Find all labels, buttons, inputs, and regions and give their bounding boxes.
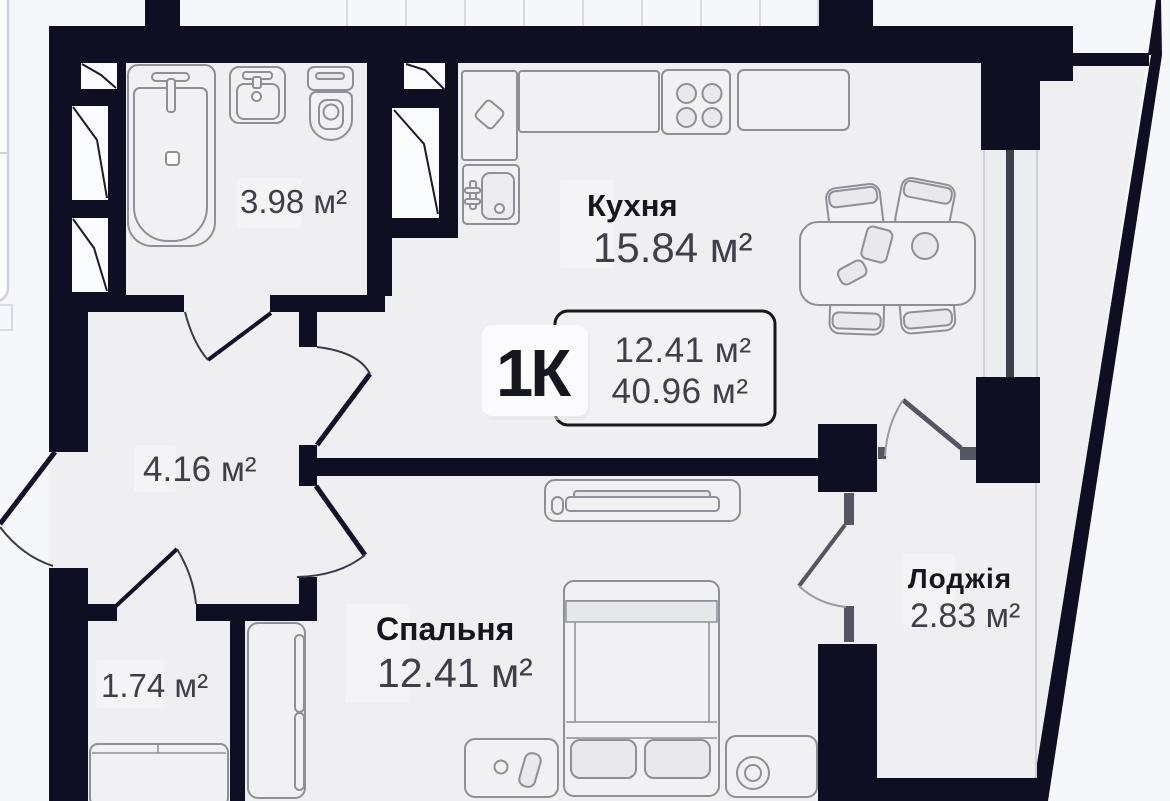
svg-text:15.84 м²: 15.84 м² (593, 224, 753, 271)
svg-text:1.74 м²: 1.74 м² (101, 667, 208, 704)
svg-text:1К: 1К (496, 336, 571, 411)
svg-text:40.96 м²: 40.96 м² (611, 372, 748, 411)
svg-text:3.98 м²: 3.98 м² (240, 183, 347, 220)
svg-text:4.16 м²: 4.16 м² (143, 450, 257, 489)
svg-text:2.83 м²: 2.83 м² (910, 597, 1020, 635)
svg-text:Кухня: Кухня (587, 188, 678, 223)
svg-text:12.41 м²: 12.41 м² (377, 650, 533, 696)
svg-text:Лоджія: Лоджія (908, 563, 1012, 594)
svg-text:12.41 м²: 12.41 м² (614, 331, 751, 370)
svg-text:Спальня: Спальня (376, 611, 514, 647)
